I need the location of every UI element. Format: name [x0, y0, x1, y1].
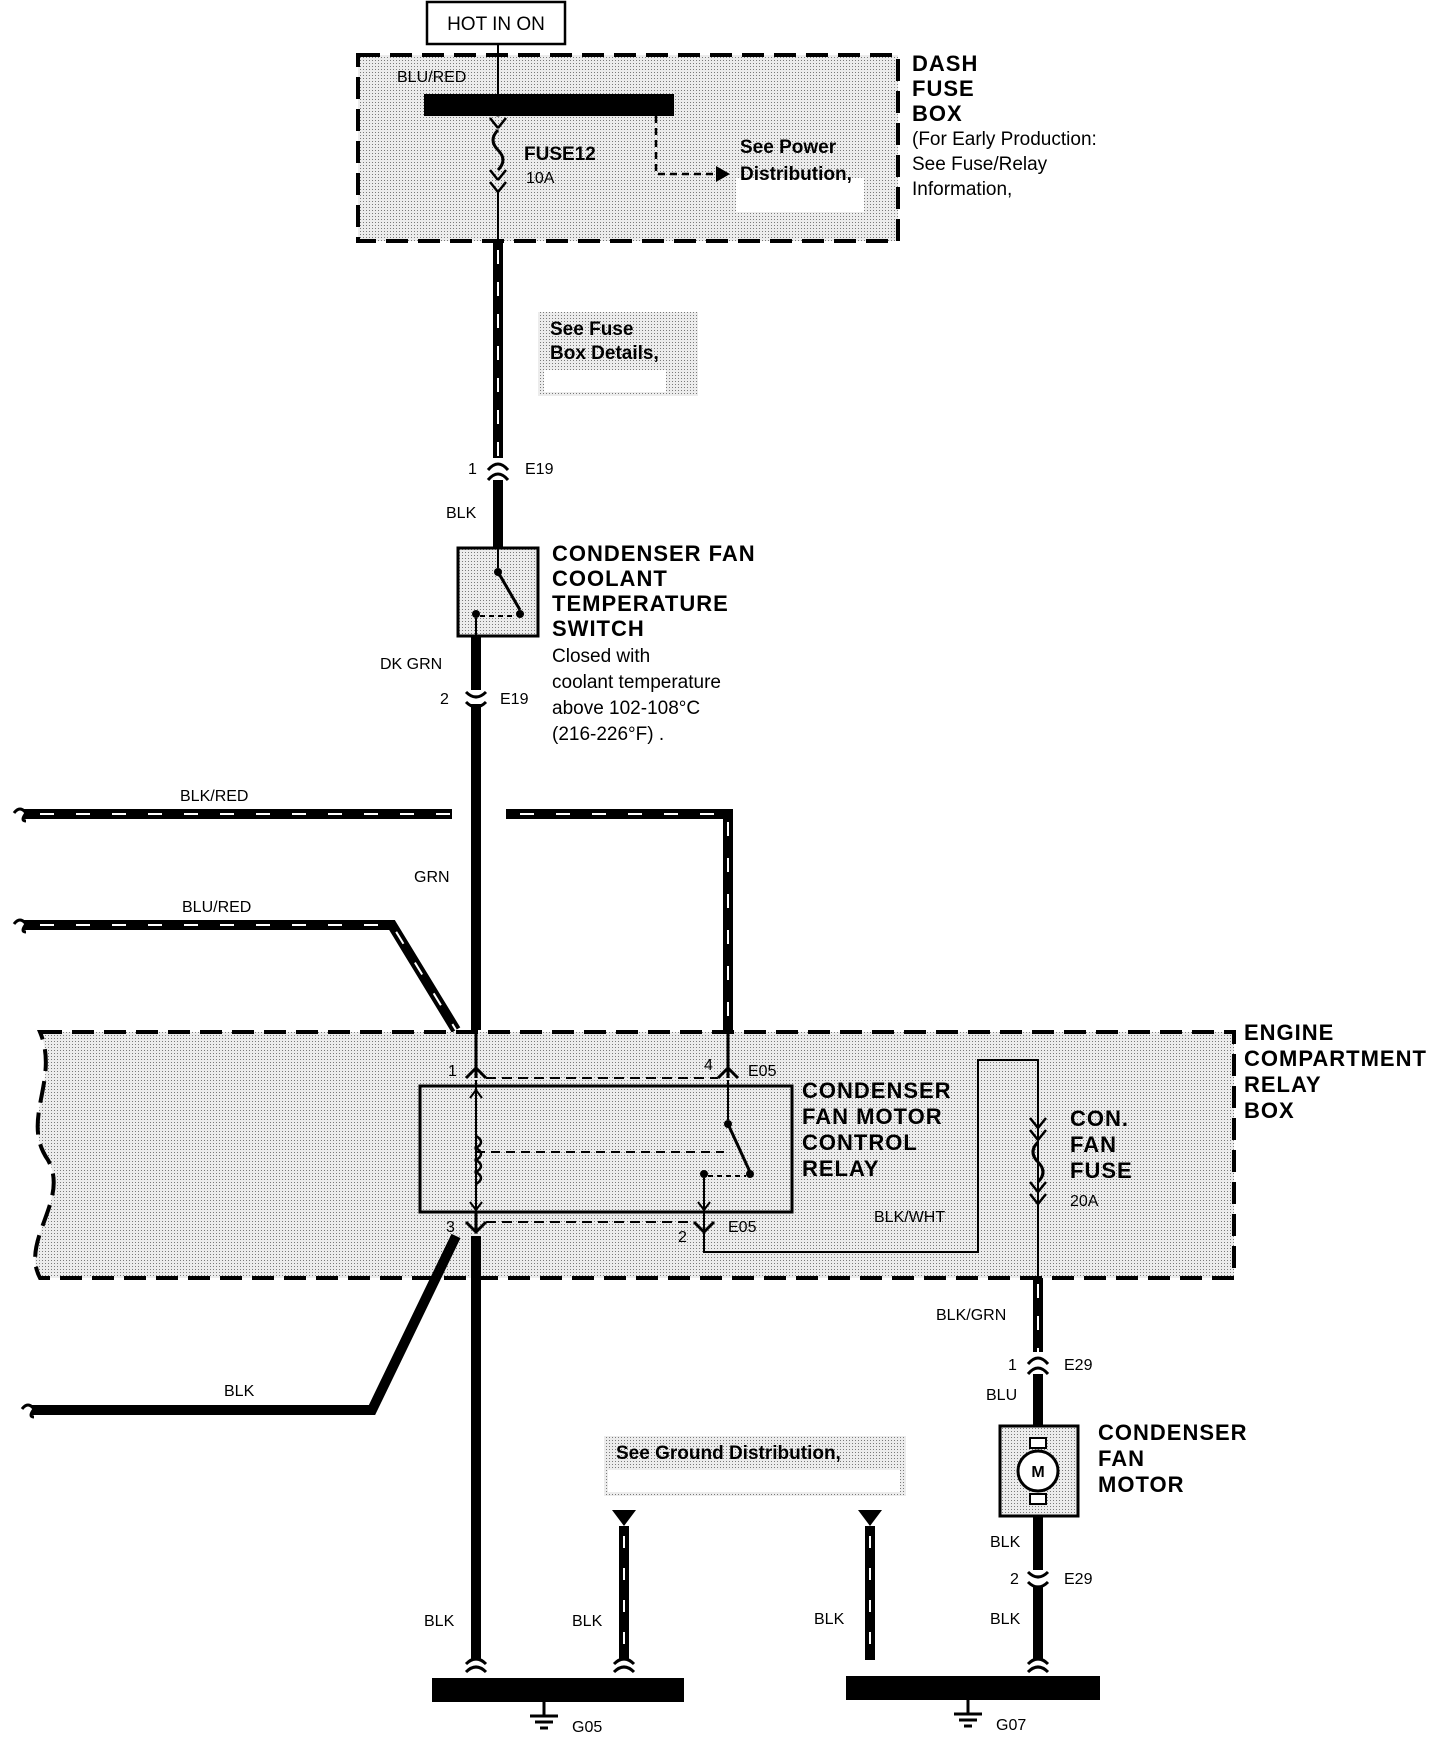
e19-bottom-label: E19 — [500, 691, 529, 708]
hot-in-on-label: HOT IN ON — [447, 14, 545, 35]
dash-fuse-box: BLU/RED FUSE12 10A See Power Distributio… — [356, 44, 900, 243]
con-fan-fuse-symbol — [1029, 1117, 1047, 1205]
wire-label-dk-grn: DK GRN — [380, 656, 442, 673]
dash-fuse-box-title-2: FUSE — [912, 76, 975, 101]
condenser-fan-motor-control-relay — [418, 1080, 794, 1214]
switch-desc-1: Closed with — [552, 646, 650, 667]
e05-pin2-number: 2 — [678, 1229, 687, 1246]
fuse-box-details-note: See Fuse Box Details, — [538, 312, 698, 396]
ground-bar-g07 — [846, 1657, 1100, 1728]
connector-e05-top — [464, 1030, 740, 1080]
motor-icon — [1016, 1449, 1060, 1493]
coolant-temperature-switch — [456, 546, 540, 638]
hot-in-on-box — [425, 0, 567, 46]
arrow-head-icon — [716, 166, 730, 182]
connector-e05-bottom — [464, 1059, 1039, 1278]
relay-box-title-2: COMPARTMENT — [1244, 1046, 1427, 1071]
wire-label-grn: GRN — [414, 869, 450, 886]
ground-distribution-note: See Ground Distribution, — [604, 1436, 906, 1496]
wire-label-blk-motor: BLK — [990, 1534, 1021, 1551]
motor-title-2: FAN — [1098, 1446, 1145, 1471]
switch-title-2: COOLANT — [552, 566, 668, 591]
con-fan-fuse-title-3: FUSE — [1070, 1158, 1133, 1183]
ground-label-g05: G05 — [572, 1719, 602, 1736]
wire-label-blk-grn: BLK/GRN — [936, 1307, 1006, 1324]
relay-title-4: RELAY — [802, 1156, 880, 1181]
connector-e29-pin1 — [1026, 1356, 1050, 1376]
e05-bottom-label: E05 — [728, 1219, 757, 1236]
wire-label-blk-g07: BLK — [814, 1611, 845, 1628]
blk-red-wire — [12, 807, 733, 1030]
e05-pin3-number: 3 — [446, 1219, 455, 1236]
e19-pin2-number: 2 — [440, 691, 449, 708]
wire-label-blu-red: BLU/RED — [182, 899, 251, 916]
switch-desc-4: (216-226°F) . — [552, 724, 664, 745]
connector-e29-pin2 — [1026, 1570, 1050, 1589]
wire-label-blk-wht: BLK/WHT — [874, 1209, 945, 1226]
switch-title-1: CONDENSER FAN — [552, 541, 756, 566]
dash-fuse-box-note-1: (For Early Production: — [912, 129, 1097, 150]
dash-bus-bar — [424, 94, 674, 116]
con-fan-fuse-title-2: FAN — [1070, 1132, 1117, 1157]
connector-e19-pin1 — [486, 462, 510, 482]
blu-red-wire — [12, 918, 461, 1033]
wire-label-blu: BLU — [986, 1387, 1017, 1404]
dash-wire-label: BLU/RED — [397, 69, 466, 86]
fuse12-symbol — [489, 105, 507, 241]
relay-title-3: CONTROL — [802, 1130, 918, 1155]
wire-label-blk-g05-a: BLK — [424, 1613, 455, 1630]
wire-label-blk-red: BLK/RED — [180, 788, 248, 805]
wire-label-blk-upper: BLK — [446, 505, 477, 522]
switch-desc-2: coolant temperature — [552, 672, 721, 693]
dash-fuse-box-title-1: DASH — [912, 51, 978, 76]
svg-text:See Ground Distribution,: See Ground Distribution, — [616, 1443, 841, 1464]
e29-top-label: E29 — [1064, 1357, 1093, 1374]
svg-text:Box Details,: Box Details, — [550, 343, 659, 364]
e29-bottom-label: E29 — [1064, 1571, 1093, 1588]
dash-fuse-box-note-2: See Fuse/Relay — [912, 154, 1048, 175]
wire-label-blk-left: BLK — [224, 1383, 255, 1400]
relay-box-title-4: BOX — [1244, 1098, 1295, 1123]
wire-label-blk-motor-low: BLK — [990, 1611, 1021, 1628]
dash-fuse-box-note-3: Information, — [912, 179, 1012, 200]
switch-desc-3: above 102-108°C — [552, 698, 700, 719]
relay-box-title-1: ENGINE — [1244, 1020, 1334, 1045]
switch-title-3: TEMPERATURE — [552, 591, 729, 616]
svg-text:See Fuse: See Fuse — [550, 319, 633, 340]
relay-box-title-3: RELAY — [1244, 1072, 1322, 1097]
e29-pin2-number: 2 — [1010, 1571, 1019, 1588]
e05-top-label: E05 — [748, 1063, 777, 1080]
relay-title-1: CONDENSER — [802, 1078, 952, 1103]
ground-label-g07: G07 — [996, 1717, 1026, 1734]
e29-pin1-number: 1 — [1008, 1357, 1017, 1374]
switch-title-4: SWITCH — [552, 616, 645, 641]
ground-wire-g05-b — [612, 1510, 636, 1660]
dash-fuse-box-title-3: BOX — [912, 101, 963, 126]
e05-pin1-number: 1 — [448, 1063, 457, 1080]
wire-label-blk-g05-b: BLK — [572, 1613, 603, 1630]
power-ref-line1: See Power — [740, 137, 837, 158]
motor-title-1: CONDENSER — [1098, 1420, 1248, 1445]
ground-wire-g07 — [858, 1510, 882, 1660]
fuse12-rating: 10A — [526, 170, 555, 187]
motor-symbol: M — [1031, 1464, 1044, 1481]
e19-top-label: E19 — [525, 461, 554, 478]
condenser-fan-motor: M — [998, 1424, 1080, 1518]
power-ref-line2: Distribution, — [740, 164, 852, 185]
con-fan-fuse-rating: 20A — [1070, 1193, 1099, 1210]
e19-pin1-number: 1 — [468, 461, 477, 478]
motor-title-3: MOTOR — [1098, 1472, 1184, 1497]
ground-bar-g05 — [432, 1657, 684, 1730]
fuse12-name: FUSE12 — [524, 144, 596, 165]
power-distribution-arrow — [654, 116, 716, 176]
con-fan-fuse-title-1: CON. — [1070, 1106, 1129, 1131]
blk-left-wire — [20, 1233, 461, 1419]
e05-pin4-number: 4 — [704, 1057, 713, 1074]
relay-title-2: FAN MOTOR — [802, 1104, 943, 1129]
